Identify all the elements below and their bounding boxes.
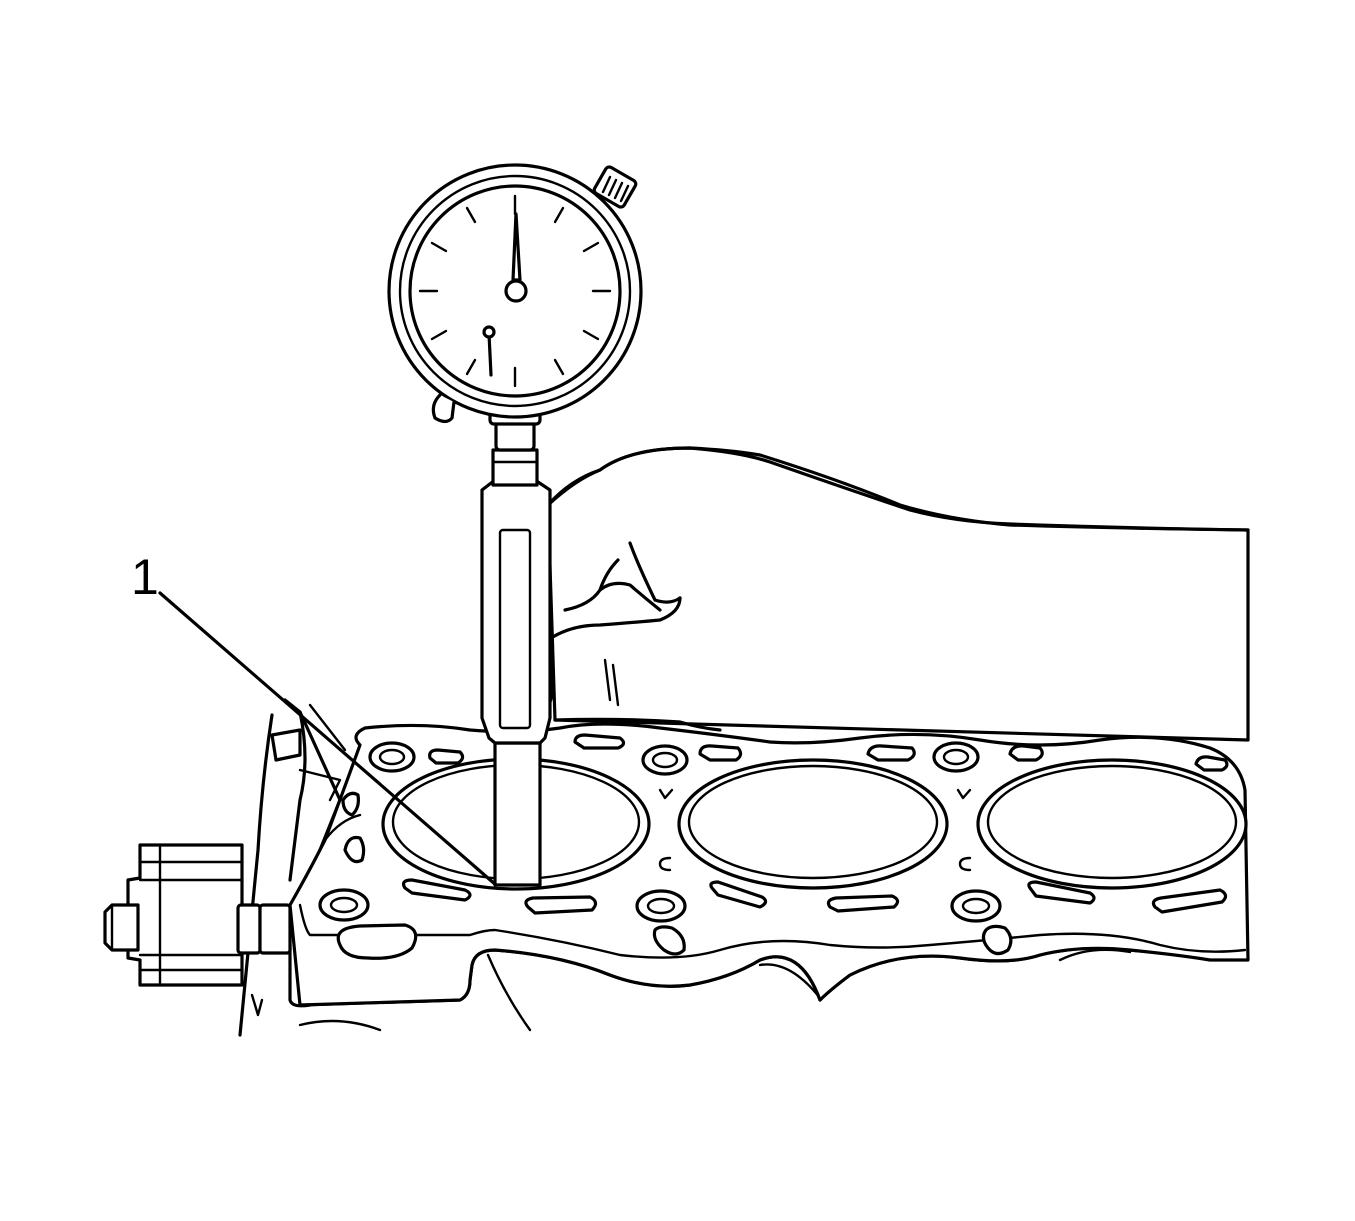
gauge-probe (493, 741, 542, 887)
pulley-assembly (103, 698, 347, 1037)
cylinder-bore-2 (677, 758, 949, 890)
cylinder-bore-3 (976, 758, 1248, 890)
technician-hand (483, 446, 1250, 742)
gauge-dial-face (408, 184, 622, 398)
dial-needle-hub (504, 279, 528, 303)
dial-bore-gauge (387, 163, 643, 887)
gauge-handle (480, 478, 552, 745)
dial-counter-needle (487, 332, 493, 377)
callout-leader-line (158, 591, 498, 887)
bezel-lock-knob (592, 165, 638, 209)
dial-ticks (418, 194, 612, 388)
callout-label-1: 1 (131, 549, 159, 605)
gauge-tube (491, 448, 539, 487)
head-gasket (288, 722, 1250, 1007)
